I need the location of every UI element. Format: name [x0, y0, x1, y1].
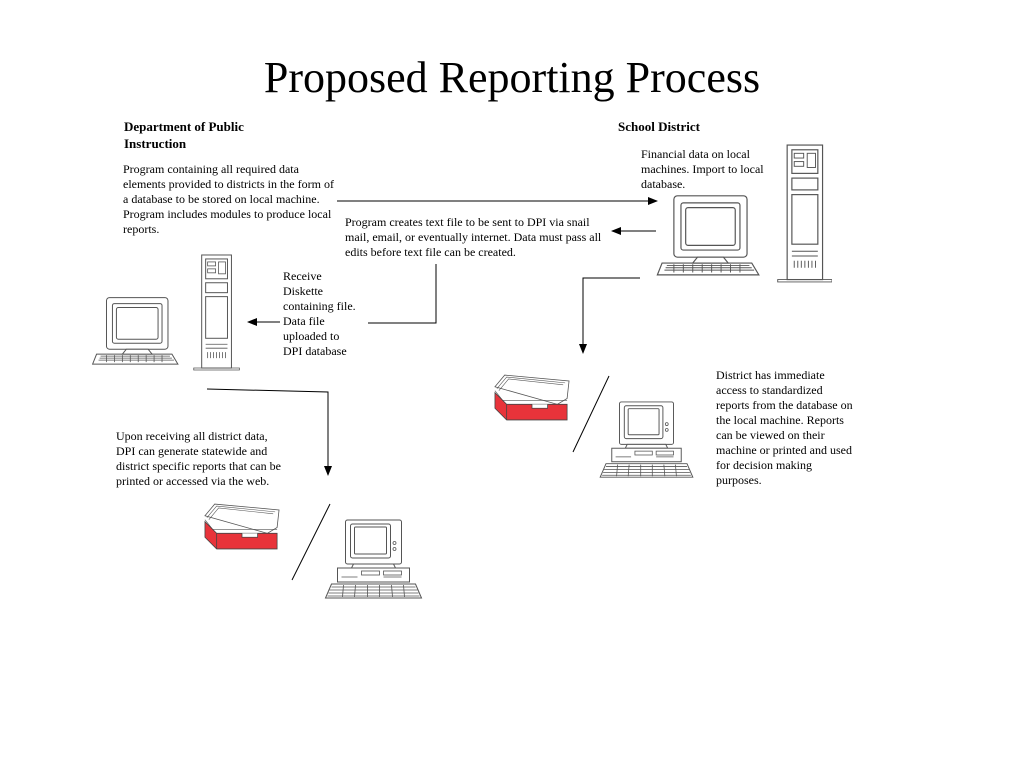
arrow-to-dpi-reports — [206, 388, 332, 476]
connector-text-file — [368, 264, 437, 324]
district-financial-text: Financial data on local machines. Import… — [641, 147, 764, 191]
tower-workstation-icon — [92, 254, 240, 371]
separator-line — [291, 503, 331, 581]
dpi-program-text: Program containing all required data ele… — [123, 162, 334, 236]
tower-workstation-icon — [656, 144, 832, 283]
dpi-reports-text: Upon receiving all district data, DPI ca… — [116, 429, 281, 488]
arrow-to-district-reports — [579, 277, 640, 354]
receive-diskette-text: Receive Diskette containing file. Data f… — [283, 269, 356, 358]
desktop-computer-icon — [324, 519, 423, 599]
district-heading: School District — [618, 119, 700, 134]
separator-line — [572, 375, 610, 453]
text-file-text: Program creates text file to be sent to … — [345, 215, 602, 259]
district-reports-text: District has immediate access to standar… — [716, 368, 853, 487]
desktop-computer-icon — [599, 401, 694, 478]
paper-tray-icon — [494, 374, 570, 421]
page-title: Proposed Reporting Process — [263, 53, 761, 102]
paper-tray-icon — [204, 503, 280, 550]
dpi-heading: Department of Public Instruction — [124, 119, 244, 151]
